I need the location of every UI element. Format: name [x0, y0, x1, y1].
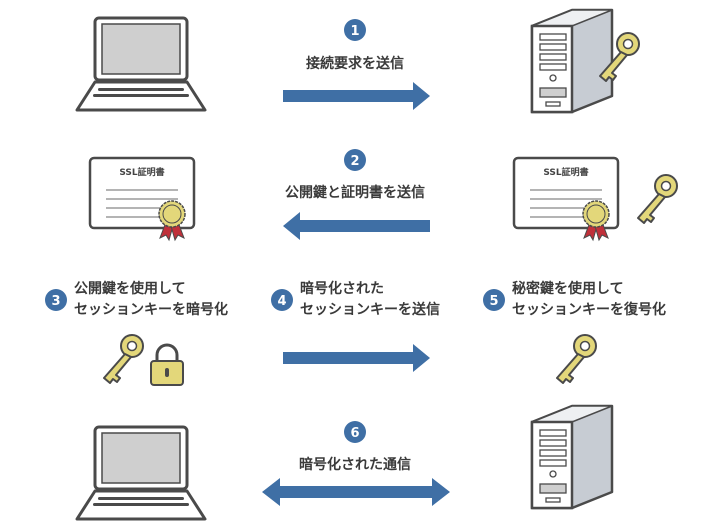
step-1-badge: [344, 19, 366, 41]
server-icon: [530, 404, 614, 510]
step-3-label-line-1: 公開鍵を使用して: [74, 280, 186, 297]
step-4: 4 暗号化された セッションキーを送信: [271, 280, 440, 318]
server-icon: [530, 8, 614, 114]
step-6-badge: [344, 421, 366, 443]
step-5-number: 5: [489, 294, 498, 309]
step-1-number: 1: [350, 24, 359, 39]
double-arrow-icon: [262, 478, 450, 506]
certificate-icon: SSL証明書: [88, 156, 196, 242]
client-laptop-icon: [75, 16, 207, 112]
step-5-badge: [483, 289, 505, 311]
padlock-icon: [150, 343, 184, 386]
step-4-number: 4: [277, 294, 286, 309]
step-6-label: 暗号化された通信: [299, 456, 411, 473]
step-2-label: 公開鍵と証明書を送信: [285, 184, 425, 201]
arrow-left-icon: [283, 212, 430, 240]
public-key-icon: [637, 174, 678, 224]
step-3-label-line-2: セッションキーを暗号化: [74, 301, 228, 318]
arrow-right-icon: [283, 344, 430, 372]
step-1-label: 接続要求を送信: [306, 55, 404, 72]
step-3-number: 3: [51, 294, 60, 309]
step-5: 5 秘密鍵を使用して セッションキーを復号化: [483, 280, 666, 318]
certificate-icon: SSL証明書: [512, 156, 620, 242]
step-5-label-line-2: セッションキーを復号化: [512, 301, 666, 318]
step-3: 3 公開鍵を使用して セッションキーを暗号化: [45, 280, 228, 318]
certificate-title: SSL証明書: [543, 166, 588, 178]
step-4-badge: [271, 289, 293, 311]
certificate-title: SSL証明書: [119, 166, 164, 178]
step-2-badge: [344, 149, 366, 171]
step-6-number: 6: [350, 426, 359, 441]
private-key-icon: [556, 334, 597, 384]
step-4-label-line-2: セッションキーを送信: [300, 301, 440, 318]
step-4-label-line-1: 暗号化された: [300, 280, 384, 297]
step-2-number: 2: [350, 154, 359, 169]
step-5-label-line-1: 秘密鍵を使用して: [512, 280, 624, 297]
step-3-badge: [45, 289, 67, 311]
arrow-right-icon: [283, 82, 430, 110]
step-6: 6 暗号化された通信: [299, 421, 411, 473]
step-2: 2 公開鍵と証明書を送信: [285, 149, 425, 201]
step-1: 1 接続要求を送信: [306, 19, 404, 72]
public-key-icon: [103, 334, 144, 384]
client-laptop-icon: [75, 425, 207, 521]
